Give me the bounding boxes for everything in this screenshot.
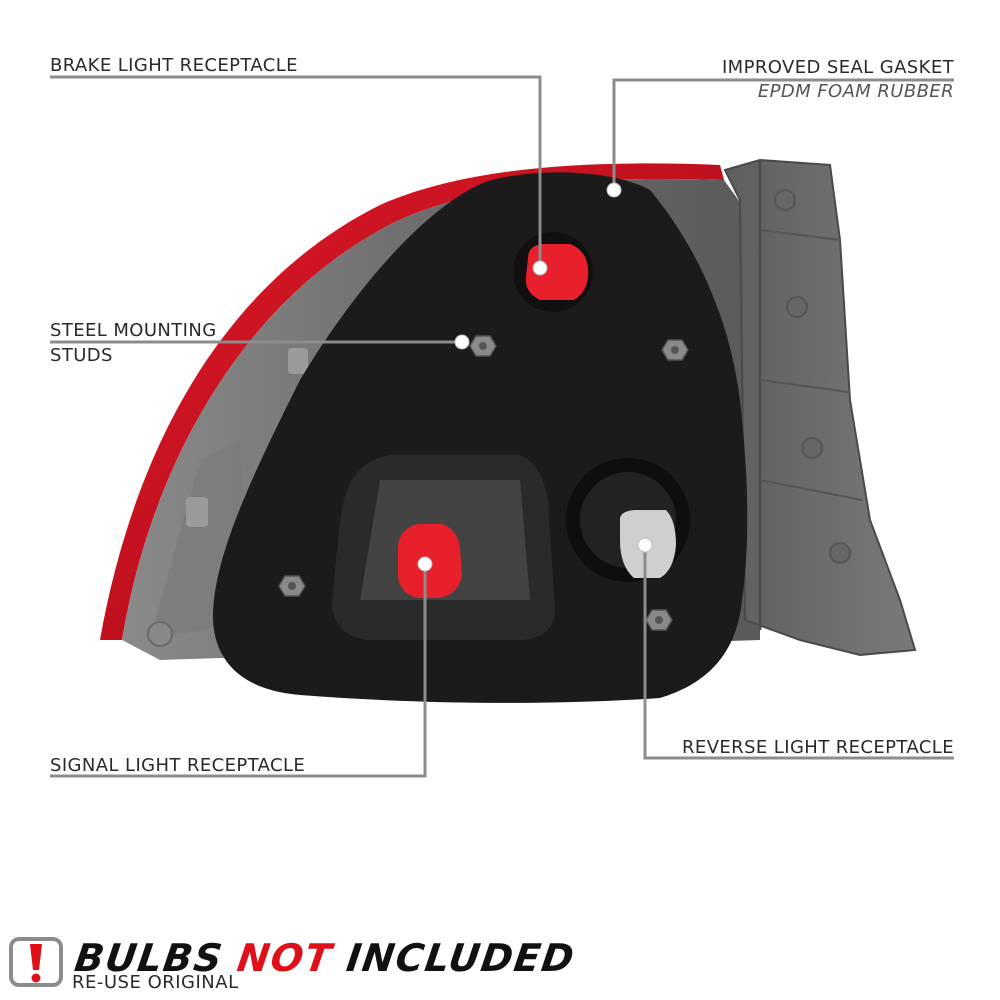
- gasket-dot: [606, 182, 622, 198]
- seal-gasket-label: IMPROVED SEAL GASKET: [721, 57, 954, 78]
- signal-leader: [50, 564, 427, 778]
- brake-leader: [50, 75, 542, 268]
- mounting-stud: [661, 339, 689, 361]
- leader-lines: [50, 75, 954, 778]
- mounting-stud: [278, 575, 306, 597]
- reverse-leader: [643, 545, 954, 760]
- reuse-original-note: RE-USE ORIGINAL: [72, 972, 239, 993]
- not-word: NOT: [234, 936, 336, 980]
- reverse-dot: [637, 537, 653, 553]
- mounting-studs-label-line2: STUDS: [50, 345, 113, 366]
- seal-gasket-material-label: EPDM FOAM RUBBER: [757, 81, 954, 102]
- mounting-studs-label-line1: STEEL MOUNTING: [50, 320, 217, 341]
- brake-light-label: BRAKE LIGHT RECEPTACLE: [50, 55, 298, 76]
- mounting-stud: [645, 609, 673, 631]
- housing-side-block: [723, 158, 917, 657]
- leader-dots: [417, 182, 653, 572]
- signal-dot: [417, 556, 433, 572]
- signal-light-label: SIGNAL LIGHT RECEPTACLE: [50, 755, 306, 776]
- warning-icon: [9, 937, 63, 987]
- mounting-stud: [469, 335, 497, 357]
- gasket-leader: [612, 78, 954, 190]
- studs-dot: [454, 334, 470, 350]
- reverse-light-label: REVERSE LIGHT RECEPTACLE: [682, 737, 954, 758]
- included-word: INCLUDED: [343, 936, 578, 980]
- brake-dot: [532, 260, 548, 276]
